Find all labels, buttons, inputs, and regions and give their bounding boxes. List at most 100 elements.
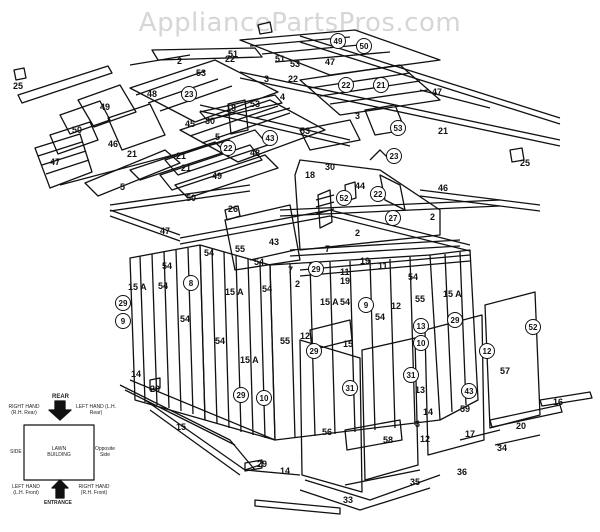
callout-3: 3 [264, 74, 270, 84]
callout-54: 54 [375, 312, 386, 322]
callout-54: 54 [162, 261, 173, 271]
callout-47: 47 [160, 226, 171, 236]
callout-54: 54 [254, 257, 265, 267]
callout-29: 29 [308, 261, 324, 277]
callout-25: 25 [13, 81, 24, 91]
orientation-legend [23, 400, 95, 499]
callout-44: 44 [355, 181, 366, 191]
gable-truss [109, 159, 541, 277]
callout-21: 21 [127, 149, 138, 159]
callout-36: 36 [457, 467, 468, 477]
legend-opposite-side: Opposite Side [94, 446, 115, 458]
callout-56: 56 [322, 427, 333, 437]
callout-53: 53 [250, 99, 261, 109]
callout-23: 23 [181, 86, 197, 102]
callout-59: 59 [460, 404, 471, 414]
callout-51: 51 [228, 49, 239, 59]
callout-46: 46 [108, 139, 119, 149]
callout-19: 19 [340, 276, 351, 286]
callout-47: 47 [50, 157, 61, 167]
callout-21: 21 [176, 151, 187, 161]
legend-lawn-building: LAWN BUILDING [47, 446, 71, 458]
callout-49: 49 [330, 33, 346, 49]
callout-58: 58 [383, 435, 394, 445]
callout-28: 43 [461, 383, 477, 399]
callout-5: 2 [295, 279, 301, 289]
callout-46: 46 [438, 183, 449, 193]
callout-22: 22 [225, 54, 236, 64]
callout-54: 54 [408, 272, 419, 282]
callout-13: 13 [415, 385, 426, 395]
callout-55: 55 [415, 294, 426, 304]
callout-55: 55 [280, 336, 291, 346]
callout-54: 54 [215, 336, 226, 346]
legend-right-hand: RIGHT HAND (R.H. Rear) [8, 404, 40, 416]
callout-5: 5 [120, 182, 126, 192]
callout-53: 53 [196, 68, 207, 78]
callout-29: 29 [447, 312, 463, 328]
callout-43: 43 [262, 130, 278, 146]
callout-52: 52 [336, 190, 352, 206]
callout-48: 48 [250, 148, 261, 158]
callout-2: 2 [355, 228, 361, 238]
callout-47: 47 [325, 57, 336, 67]
callout-12: 12 [300, 331, 311, 341]
callout-14: 14 [423, 407, 434, 417]
callout-9: 9 [358, 297, 374, 313]
callout-27: 27 [385, 210, 401, 226]
callout-11: 11 [340, 267, 350, 277]
callout-34: 34 [497, 443, 508, 453]
callout-22: 22 [338, 77, 354, 93]
callout-48: 48 [147, 89, 158, 99]
callout-54: 54 [340, 297, 351, 307]
callout-13: 13 [413, 318, 429, 334]
callout-15A: 15 A [320, 297, 339, 307]
callout-15A: 15 A [225, 287, 244, 297]
callout-21: 21 [438, 126, 449, 136]
callout-29: 29 [257, 459, 268, 469]
callout-23: 23 [386, 148, 402, 164]
callout-29: 29 [150, 384, 161, 394]
callout-25: 25 [520, 158, 531, 168]
callout-29: 29 [306, 343, 322, 359]
callout-49: 49 [212, 171, 223, 181]
callout-5: 5 [215, 132, 221, 142]
callout-12: 12 [391, 301, 402, 311]
callout-16: 16 [553, 397, 564, 407]
callout-53: 53 [290, 59, 301, 69]
callout-15A: 15 A [128, 282, 147, 292]
callout-30: 30 [205, 116, 216, 126]
callout-50: 50 [186, 193, 197, 203]
callout-12: 12 [420, 434, 431, 444]
callout-10: 10 [256, 390, 272, 406]
callout-26: 26 [228, 204, 239, 214]
callout-9: 9 [115, 313, 131, 329]
callout-49: 49 [100, 102, 111, 112]
callout-55: 55 [235, 244, 246, 254]
legend-right-front: RIGHT HAND (R.H. Front) [78, 484, 110, 496]
callout-31: 31 [403, 367, 419, 383]
callout-3: 3 [415, 419, 421, 429]
callout-17: 17 [465, 429, 476, 439]
callout-2: 2 [177, 56, 183, 66]
callout-54: 54 [180, 314, 191, 324]
callout-15: 15 [176, 422, 187, 432]
callout-22: 22 [220, 140, 236, 156]
callout-3: 3 [355, 111, 361, 121]
roof-panel-group-center [129, 29, 441, 199]
callout-53: 53 [300, 126, 311, 136]
callout-4: 4 [280, 92, 286, 102]
callout-35: 35 [410, 477, 421, 487]
callout-15A: 15 A [240, 355, 259, 365]
callout-57: 57 [500, 366, 511, 376]
callout-50: 50 [72, 125, 83, 135]
callout-47: 47 [432, 87, 443, 97]
callout-14: 14 [131, 369, 142, 379]
callout-19: 19 [360, 256, 371, 266]
roof-ridge-rails [59, 35, 561, 212]
callout-45: 45 [185, 119, 196, 129]
callout-43: 43 [269, 237, 280, 247]
door-panels [299, 291, 541, 511]
